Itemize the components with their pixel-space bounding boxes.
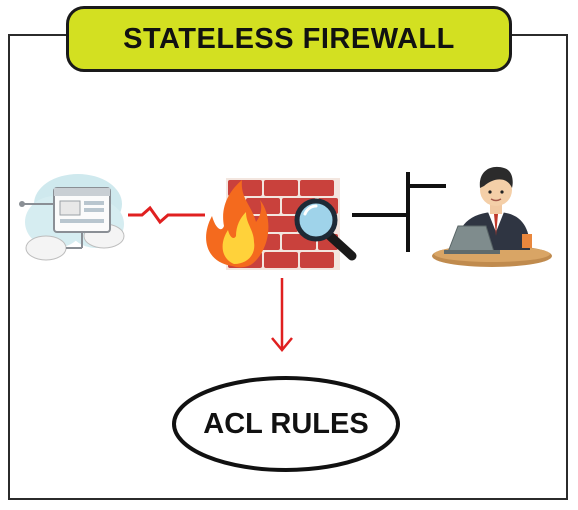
diagram-title: STATELESS FIREWALL [123,22,455,55]
fire-icon [206,180,269,268]
network-connector [352,172,446,252]
cloud-server-icon [19,174,125,261]
businessman-at-laptop-icon [432,166,552,267]
arrow-head [271,337,293,352]
title-banner: STATELESS FIREWALL [66,6,512,72]
magnifying-glass-icon [294,198,357,261]
connection-zigzag [128,205,205,225]
acl-rules-ellipse [172,376,400,472]
